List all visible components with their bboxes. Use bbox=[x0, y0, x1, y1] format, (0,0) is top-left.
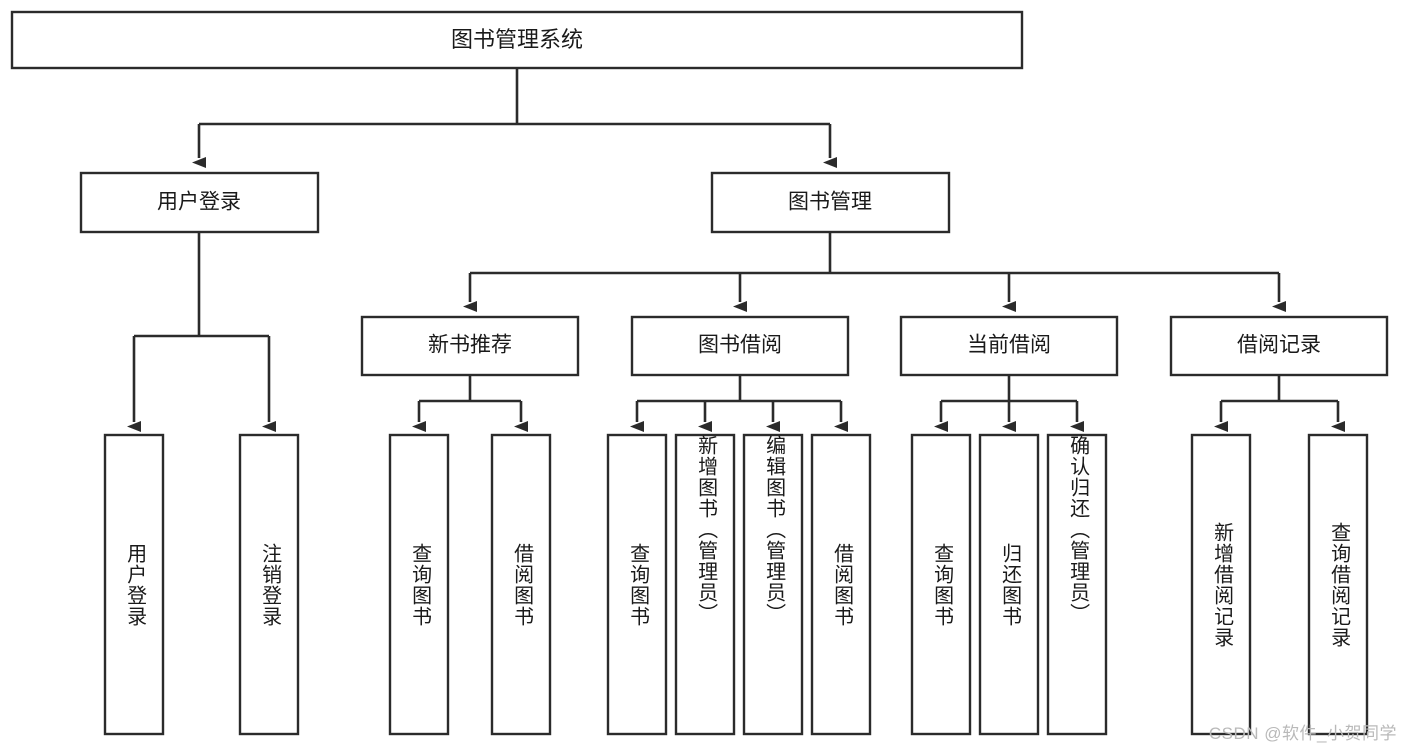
leaf-box-user-login[interactable] bbox=[103, 433, 165, 736]
leaf-box-logout[interactable] bbox=[238, 433, 300, 736]
node-root-box[interactable] bbox=[10, 10, 1024, 70]
leaf-box-query-book-3[interactable] bbox=[910, 433, 972, 736]
node-user-login-label: 用户登录 bbox=[157, 191, 241, 214]
node-root[interactable]: 图书管理系统 bbox=[10, 10, 1024, 70]
leaf-box-query-book-2[interactable] bbox=[606, 433, 668, 736]
node-book-borrow-box[interactable] bbox=[630, 315, 850, 377]
node-new-book-recommend-label: 新书推荐 bbox=[428, 334, 512, 357]
leaf-box-add-book[interactable] bbox=[674, 433, 736, 736]
node-new-book-recommend[interactable]: 新书推荐 bbox=[360, 315, 580, 377]
leaf-box-query-book-1[interactable] bbox=[388, 433, 450, 736]
node-book-manage[interactable]: 图书管理 bbox=[710, 171, 951, 234]
connectors bbox=[127, 68, 1345, 432]
node-book-borrow[interactable]: 图书借阅 bbox=[630, 315, 850, 377]
node-current-borrow[interactable]: 当前借阅 bbox=[899, 315, 1119, 377]
node-borrow-record-label: 借阅记录 bbox=[1237, 334, 1321, 357]
leaf-box-confirm-return[interactable] bbox=[1046, 433, 1108, 736]
leaf-box-borrow-book-2[interactable] bbox=[810, 433, 872, 736]
node-new-book-recommend-box[interactable] bbox=[360, 315, 580, 377]
node-book-manage-box[interactable] bbox=[710, 171, 951, 234]
node-current-borrow-box[interactable] bbox=[899, 315, 1119, 377]
node-borrow-record[interactable]: 借阅记录 bbox=[1169, 315, 1389, 377]
node-user-login-box[interactable] bbox=[79, 171, 320, 234]
leaf-box-query-record[interactable] bbox=[1307, 433, 1369, 736]
leaf-box-return-book[interactable] bbox=[978, 433, 1040, 736]
node-current-borrow-label: 当前借阅 bbox=[967, 334, 1051, 357]
watermark-text: CSDN @软件_小贺同学 bbox=[1208, 724, 1397, 743]
node-book-manage-label: 图书管理 bbox=[788, 191, 872, 214]
node-root-label: 图书管理系统 bbox=[451, 27, 583, 52]
leaf-box-add-record[interactable] bbox=[1190, 433, 1252, 736]
leaf-box-borrow-book-1[interactable] bbox=[490, 433, 552, 736]
node-user-login[interactable]: 用户登录 bbox=[79, 171, 320, 234]
node-borrow-record-box[interactable] bbox=[1169, 315, 1389, 377]
leaf-box-edit-book[interactable] bbox=[742, 433, 804, 736]
node-book-borrow-label: 图书借阅 bbox=[698, 334, 782, 357]
